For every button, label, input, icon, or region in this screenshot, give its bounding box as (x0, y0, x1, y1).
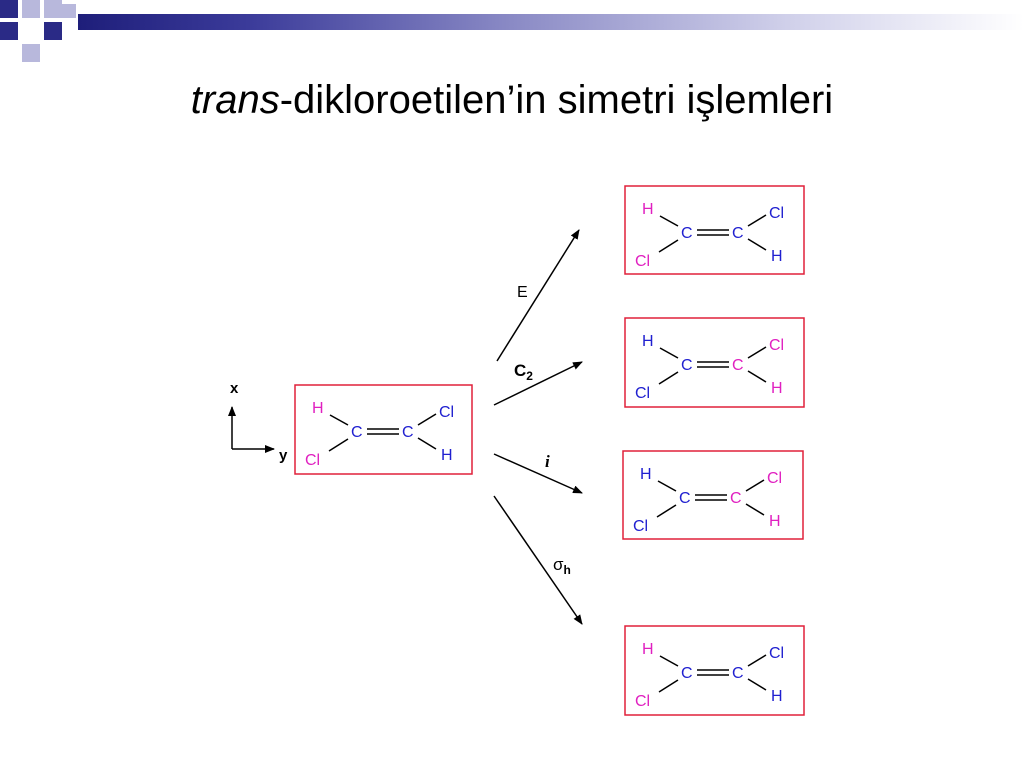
corner-square-light-2 (44, 0, 62, 18)
atom-cl-left: Cl (633, 518, 648, 535)
slide-title: trans-dikloroetilen’in simetri işlemleri (0, 78, 1024, 123)
bond-c-h (417, 437, 437, 450)
bond-c-h (747, 678, 767, 691)
atom-c1: C (681, 225, 693, 242)
atom-h-right: H (441, 447, 453, 464)
operation-label-c2-sub: 2 (526, 369, 533, 383)
bond-c-cl (747, 654, 767, 667)
bond-c-h (747, 370, 767, 383)
atom-cl-left: Cl (635, 693, 650, 710)
title-bar (78, 14, 1024, 30)
bond-cl-c (656, 504, 677, 518)
molecule-result-sigma-h: H Cl C C Cl H (624, 625, 805, 716)
bond-c-cl (417, 413, 437, 426)
molecule-box (622, 450, 804, 540)
atom-cl-right: Cl (769, 205, 784, 222)
atom-cl-left: Cl (635, 253, 650, 270)
operation-label-sigma-h: σh (553, 555, 571, 577)
arrow-c2 (493, 361, 583, 406)
corner-square-dark-3 (44, 22, 62, 40)
molecule-result-i: H Cl C C Cl H (622, 450, 804, 540)
bond-h-c (659, 655, 679, 667)
operation-label-e: E (517, 284, 528, 301)
atom-h-right: H (769, 513, 781, 530)
arrow-sigma-h (493, 495, 583, 625)
bond-c-h (745, 503, 765, 516)
corner-square-light-1 (22, 0, 40, 18)
atom-h-right: H (771, 688, 783, 705)
bond-cl-c (658, 239, 679, 253)
bond-h-c (659, 347, 679, 359)
atom-cl-left: Cl (305, 452, 320, 469)
atom-cl-left: Cl (635, 385, 650, 402)
atom-h-left: H (640, 466, 652, 483)
arrow-i (493, 453, 583, 494)
atom-cl-right: Cl (769, 337, 784, 354)
atom-cl-right: Cl (439, 404, 454, 421)
axis-y-label: y (279, 447, 288, 464)
bond-c-cl (745, 479, 765, 492)
corner-square-dark-2 (0, 22, 18, 40)
atom-h-right: H (771, 380, 783, 397)
bond-c-cl (747, 346, 767, 359)
atom-c1: C (681, 665, 693, 682)
bond-cl-c (658, 679, 679, 693)
atom-c2: C (732, 665, 744, 682)
molecule-box (624, 317, 805, 408)
atom-h-left: H (642, 201, 654, 218)
molecule-box (624, 625, 805, 716)
atom-cl-right: Cl (767, 470, 782, 487)
atom-h-left: H (642, 641, 654, 658)
slide-title-italic: trans (190, 78, 280, 122)
molecule-result-e: H Cl C C Cl H (624, 185, 805, 275)
atom-c2: C (402, 424, 414, 441)
operation-label-c2-main: C (514, 361, 526, 380)
operation-label-sigma-sub: h (564, 563, 571, 577)
bond-h-c (329, 414, 349, 426)
arrow-e (496, 229, 580, 362)
operation-label-i: i (545, 452, 550, 471)
atom-h-left: H (312, 400, 324, 417)
atom-c1: C (681, 357, 693, 374)
atom-c2: C (732, 225, 744, 242)
molecule-result-c2: H Cl C C Cl H (624, 317, 805, 408)
bond-c-h (747, 238, 767, 251)
molecule-original: H Cl C C Cl H (294, 384, 473, 475)
bond-h-c (657, 480, 677, 492)
molecule-box (294, 384, 473, 475)
corner-square-light-4 (62, 4, 76, 18)
operation-label-c2: C2 (514, 361, 533, 383)
bond-c-cl (747, 214, 767, 227)
bond-cl-c (658, 371, 679, 385)
atom-cl-right: Cl (769, 645, 784, 662)
atom-h-left: H (642, 333, 654, 350)
molecule-box (624, 185, 805, 275)
corner-square-dark-1 (0, 0, 18, 18)
axis-x-label: x (230, 380, 239, 397)
bond-cl-c (328, 438, 349, 452)
atom-h-right: H (771, 248, 783, 265)
atom-c1: C (351, 424, 363, 441)
atom-c2: C (730, 490, 742, 507)
operation-label-sigma-main: σ (553, 555, 564, 574)
coordinate-axes: x y (228, 380, 288, 464)
atom-c1: C (679, 490, 691, 507)
bond-h-c (659, 215, 679, 227)
slide-title-rest: -dikloroetilen’in simetri işlemleri (279, 78, 834, 122)
corner-square-light-3 (22, 44, 40, 62)
atom-c2: C (732, 357, 744, 374)
